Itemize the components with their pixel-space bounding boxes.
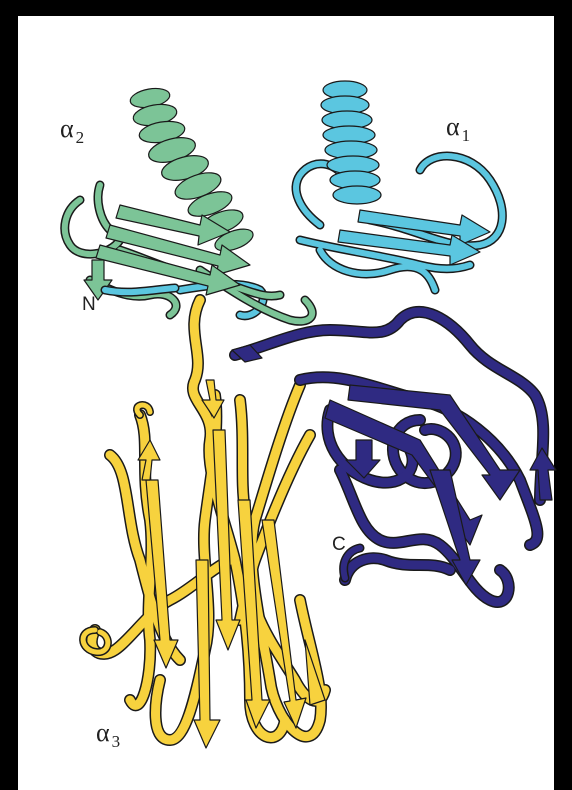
alpha2-subscript: 2 — [76, 128, 85, 147]
alpha3-greek: α — [96, 718, 110, 747]
alpha1-greek: α — [446, 112, 460, 141]
alpha2-greek: α — [60, 114, 74, 143]
alpha3-domain — [83, 300, 325, 748]
c-terminus-label: C — [332, 535, 346, 554]
alpha3-subscript: 3 — [112, 732, 121, 751]
alpha1-subscript: 1 — [462, 126, 471, 145]
beta2m-domain — [232, 312, 556, 602]
n-terminus-label: N — [82, 295, 96, 314]
